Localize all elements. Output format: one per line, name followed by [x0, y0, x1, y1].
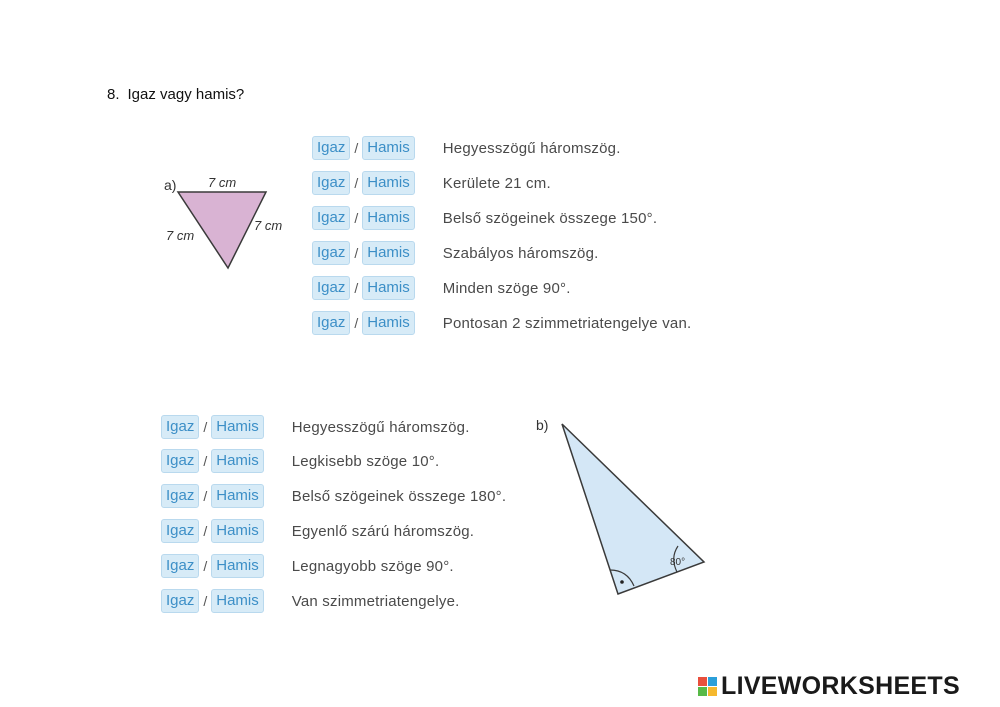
- triangle-b: [561, 423, 706, 595]
- row-b-3: Igaz/Hamis Belső szögeinek összege 180°.: [161, 483, 506, 509]
- side-a-right: 7 cm: [254, 218, 282, 233]
- slash: /: [354, 315, 359, 331]
- row-b-6: Igaz/Hamis Van szimmetriatengelye.: [161, 588, 460, 614]
- question-title: 8. Igaz vagy hamis?: [107, 86, 244, 103]
- row-a-6: Igaz/Hamis Pontosan 2 szimmetriatengelye…: [312, 310, 691, 336]
- question-text: Igaz vagy hamis?: [127, 86, 245, 103]
- label-a: a): [164, 177, 176, 193]
- true-button[interactable]: Igaz: [312, 241, 351, 265]
- row-b-5: Igaz/Hamis Legnagyobb szöge 90°.: [161, 553, 454, 579]
- false-button[interactable]: Hamis: [211, 415, 264, 439]
- true-button[interactable]: Igaz: [312, 311, 351, 335]
- statement: Legkisebb szöge 10°.: [291, 452, 440, 470]
- statement: Hegyesszögű háromszög.: [442, 139, 621, 157]
- triangle-a-figure: a) 7 cm 7 cm 7 cm: [164, 175, 282, 270]
- question-number: 8.: [107, 86, 120, 103]
- slash: /: [203, 488, 208, 504]
- logo-icon: [698, 677, 717, 696]
- false-button[interactable]: Hamis: [362, 276, 415, 300]
- statement: Pontosan 2 szimmetriatengelye van.: [442, 314, 692, 332]
- false-button[interactable]: Hamis: [211, 449, 264, 473]
- slash: /: [354, 175, 359, 191]
- statement: Legnagyobb szöge 90°.: [291, 557, 454, 575]
- row-a-3: Igaz/Hamis Belső szögeinek összege 150°.: [312, 205, 657, 231]
- slash: /: [354, 210, 359, 226]
- true-button[interactable]: Igaz: [161, 415, 200, 439]
- logo-text: LIVEWORKSHEETS: [721, 672, 960, 700]
- row-a-5: Igaz/Hamis Minden szöge 90°.: [312, 275, 571, 301]
- statement: Szabályos háromszög.: [442, 244, 599, 262]
- slash: /: [203, 558, 208, 574]
- slash: /: [354, 280, 359, 296]
- false-button[interactable]: Hamis: [211, 484, 264, 508]
- true-button[interactable]: Igaz: [161, 519, 200, 543]
- angle-80-arc: [673, 545, 679, 573]
- true-button[interactable]: Igaz: [312, 171, 351, 195]
- side-a-left: 7 cm: [166, 228, 194, 243]
- angle-80-label: 80°: [670, 557, 685, 568]
- true-button[interactable]: Igaz: [312, 276, 351, 300]
- true-button[interactable]: Igaz: [161, 484, 200, 508]
- true-button[interactable]: Igaz: [161, 554, 200, 578]
- slash: /: [203, 453, 208, 469]
- slash: /: [203, 419, 208, 435]
- liveworksheets-logo: LIVEWORKSHEETS: [698, 672, 960, 701]
- triangle-a: [176, 191, 268, 270]
- slash: /: [203, 593, 208, 609]
- statement: Kerülete 21 cm.: [442, 174, 551, 192]
- statement: Belső szögeinek összege 150°.: [442, 209, 658, 227]
- true-button[interactable]: Igaz: [161, 449, 200, 473]
- false-button[interactable]: Hamis: [362, 241, 415, 265]
- false-button[interactable]: Hamis: [362, 206, 415, 230]
- slash: /: [203, 523, 208, 539]
- statement: Minden szöge 90°.: [442, 279, 571, 297]
- false-button[interactable]: Hamis: [211, 589, 264, 613]
- true-button[interactable]: Igaz: [312, 136, 351, 160]
- true-button[interactable]: Igaz: [161, 589, 200, 613]
- label-b: b): [536, 417, 548, 433]
- right-angle-arc: [609, 569, 635, 587]
- row-a-1: Igaz/Hamis Hegyesszögű háromszög.: [312, 135, 621, 161]
- slash: /: [354, 140, 359, 156]
- side-a-top: 7 cm: [208, 175, 236, 190]
- false-button[interactable]: Hamis: [211, 519, 264, 543]
- row-b-1: Igaz/Hamis Hegyesszögű háromszög.: [161, 414, 470, 440]
- right-angle-dot: [620, 580, 624, 584]
- true-button[interactable]: Igaz: [312, 206, 351, 230]
- false-button[interactable]: Hamis: [362, 311, 415, 335]
- false-button[interactable]: Hamis: [362, 171, 415, 195]
- statement: Hegyesszögű háromszög.: [291, 418, 470, 436]
- row-b-4: Igaz/Hamis Egyenlő szárú háromszög.: [161, 518, 474, 544]
- false-button[interactable]: Hamis: [211, 554, 264, 578]
- statement: Egyenlő szárú háromszög.: [291, 522, 475, 540]
- triangle-b-figure: b) 80°: [536, 417, 706, 595]
- row-a-2: Igaz/Hamis Kerülete 21 cm.: [312, 170, 551, 196]
- row-b-2: Igaz/Hamis Legkisebb szöge 10°.: [161, 448, 439, 474]
- false-button[interactable]: Hamis: [362, 136, 415, 160]
- statement: Van szimmetriatengelye.: [291, 592, 460, 610]
- row-a-4: Igaz/Hamis Szabályos háromszög.: [312, 240, 599, 266]
- slash: /: [354, 245, 359, 261]
- statement: Belső szögeinek összege 180°.: [291, 487, 507, 505]
